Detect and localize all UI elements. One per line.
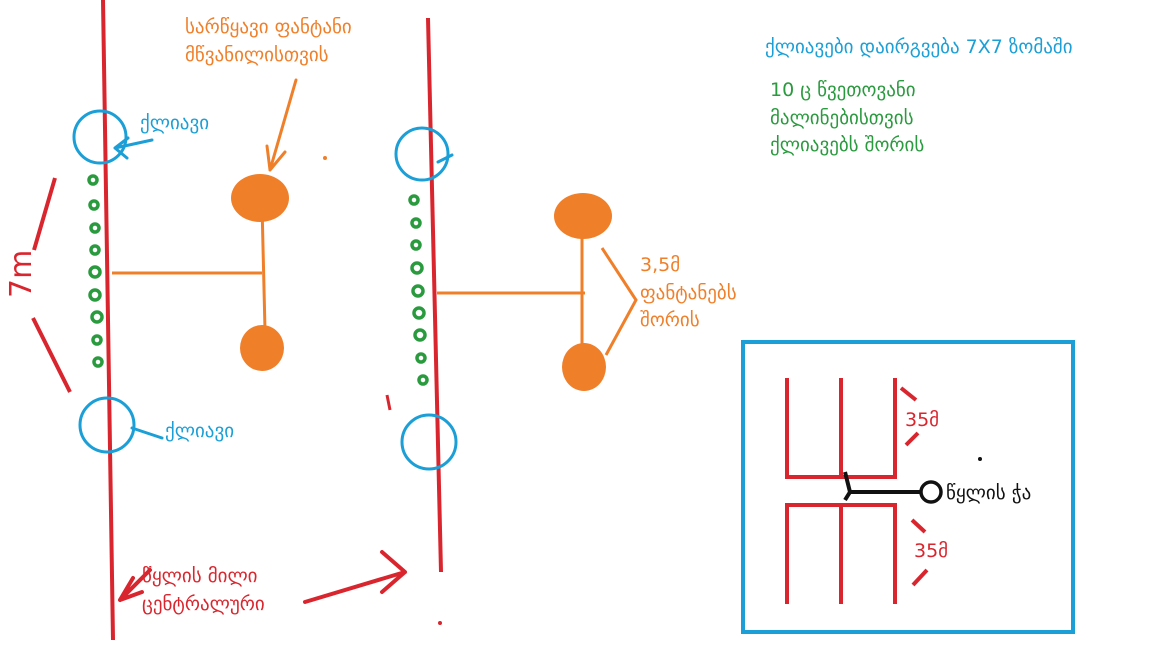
plum-tree-top-left <box>72 109 128 165</box>
inset-dim-top: 35მ <box>905 409 940 431</box>
plum-bottom-pointer <box>130 426 164 440</box>
plum-right-pointer <box>436 153 454 164</box>
well-connector <box>843 471 920 502</box>
inset-pipe-grid <box>785 378 929 604</box>
raspberry-info: 10 ც წვეთოვანი მალინებისთვის ქლიავებს შო… <box>770 79 925 157</box>
main-water-line-left <box>101 0 115 641</box>
sprinkler-branch-right <box>437 225 585 350</box>
sprinkler-left-bottom <box>240 325 284 371</box>
plum-top-pointer <box>113 136 154 160</box>
distance-7m-label: 7m <box>4 249 39 298</box>
plum-tree-top-right <box>394 126 450 182</box>
plum-label-top: ქლიავი <box>140 112 210 134</box>
sprinkler-left-top <box>231 174 289 222</box>
black-dot <box>978 457 982 461</box>
red-mark-2 <box>385 394 392 411</box>
plum-tree-bottom-right <box>400 413 458 471</box>
inset-dim-bottom: 35მ <box>914 540 949 562</box>
dimension-7m-top-stroke <box>32 177 57 251</box>
dimension-7m-bottom-stroke <box>31 317 72 393</box>
well-label: წყლის ჭა <box>946 482 1032 504</box>
sprinkler-distance-label: 3,5მ ფანტანებს შორის <box>640 254 737 332</box>
raspberry-row-left <box>87 174 104 368</box>
main-water-line-right <box>426 17 443 573</box>
plum-spacing-info: ქლიავები დაირგვება 7X7 ზომაში <box>765 36 1073 58</box>
red-mark-1 <box>438 621 442 625</box>
sprinkler-title-arrow <box>265 78 298 172</box>
sprinkler-branch-left <box>112 204 267 331</box>
plum-label-bottom: ქლიავი <box>165 420 235 442</box>
well-icon <box>919 480 943 504</box>
inset-frame <box>741 340 1075 634</box>
plum-tree-bottom-left <box>78 396 136 454</box>
sprinkler-right-top <box>554 193 612 239</box>
sprinkler-title: სარწყავი ფანტანი მწვანილისთვის <box>185 16 352 66</box>
sprinkler-right-bottom <box>562 343 606 391</box>
distance-bracket <box>600 247 638 356</box>
central-pipe-arrow <box>118 550 407 604</box>
raspberry-row-right <box>408 194 429 386</box>
central-pipe-label: წყლის მილი ცენტრალური <box>142 565 265 615</box>
orange-dot <box>323 156 327 160</box>
